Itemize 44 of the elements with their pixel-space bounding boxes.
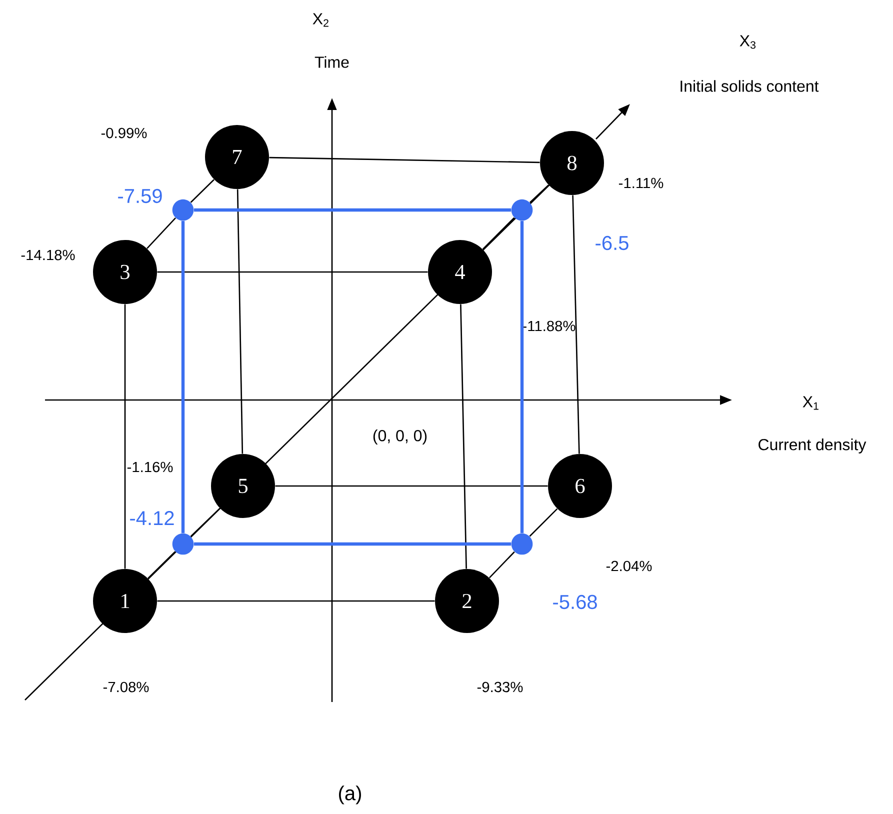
connector-line xyxy=(275,485,548,487)
axis-label: X$_{2}$ xyxy=(312,13,328,27)
axis-label: (a) xyxy=(339,786,361,804)
connector-line xyxy=(157,271,428,273)
axis-label: X$_{1}$ xyxy=(802,396,818,410)
percent-label: -1.16% xyxy=(125,460,175,474)
connector-line xyxy=(572,195,580,454)
connector-line xyxy=(190,179,214,203)
value-label: -7.59 xyxy=(118,188,162,204)
corner-dot xyxy=(172,199,194,221)
connector-line xyxy=(530,184,549,203)
percent-label: -9.33% xyxy=(475,680,525,694)
corner-dot xyxy=(511,199,533,221)
corner-dot xyxy=(172,533,194,555)
percent-label: -7.08% xyxy=(101,680,151,694)
connector-line xyxy=(190,508,220,537)
axis-label: Current density xyxy=(758,438,866,454)
connector-line xyxy=(124,304,126,569)
axis-label: Initial solids content xyxy=(680,80,819,92)
value-label: -5.68 xyxy=(553,594,597,610)
percent-label: -14.18% xyxy=(19,248,77,262)
value-label: -6.5 xyxy=(596,236,628,250)
connector-line xyxy=(194,542,512,546)
value-label: -4.12 xyxy=(130,511,174,525)
connector-line xyxy=(194,208,512,212)
percent-label: -0.99% xyxy=(99,126,149,140)
axis-label: Time xyxy=(314,56,349,68)
connector-line xyxy=(269,156,540,164)
percent-label: -11.88% xyxy=(520,319,578,333)
connector-line xyxy=(236,189,244,454)
connector-line xyxy=(157,600,435,602)
percent-label: -2.04% xyxy=(604,559,654,573)
connector-line xyxy=(146,218,176,249)
connector-line xyxy=(488,551,515,578)
connector-line xyxy=(529,508,558,537)
connector-line xyxy=(460,304,467,569)
axis-label: (0, 0, 0) xyxy=(373,430,427,444)
connector-line xyxy=(148,551,176,579)
percent-label: -1.11% xyxy=(616,176,666,190)
connector-line xyxy=(520,220,524,534)
corner-dot xyxy=(511,533,533,555)
axis-label: X$_{3}$ xyxy=(740,35,756,49)
connector-line xyxy=(181,220,185,534)
connector-line xyxy=(482,217,515,250)
